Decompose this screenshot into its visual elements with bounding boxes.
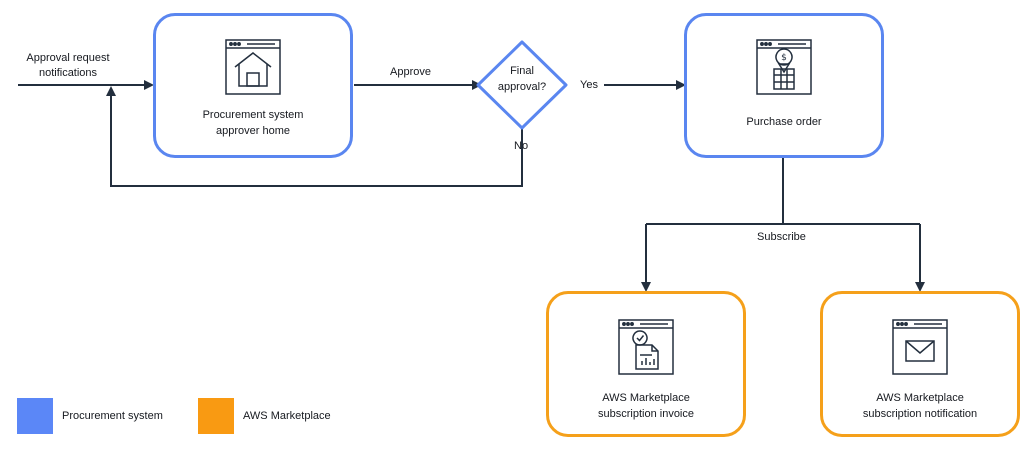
node-purchase-order[interactable]: $ Purchase order (684, 13, 884, 158)
invoice-title: AWS Marketplace subscription invoice (598, 392, 694, 420)
legend-swatch-procurement (17, 398, 53, 434)
legend-label-procurement: Procurement system (62, 410, 163, 422)
subscribe-label: Subscribe (754, 230, 809, 245)
envelope-window-icon (892, 319, 948, 375)
input-label: Approval request notifications (26, 52, 110, 79)
yes-label: Yes (580, 79, 598, 91)
node-subscription-notification[interactable]: AWS Marketplace subscription notificatio… (820, 291, 1020, 437)
purchase-order-title: Purchase order (746, 116, 822, 128)
legend-swatch-marketplace (198, 398, 234, 434)
node-subscription-invoice[interactable]: AWS Marketplace subscription invoice (546, 291, 746, 437)
home-window-icon (225, 39, 281, 95)
approver-home-title: Procurement system approver home (202, 109, 304, 137)
legend-label-marketplace: AWS Marketplace (243, 410, 331, 422)
invoice-window-icon (618, 319, 674, 375)
node-approver-home[interactable]: Procurement system approver home (153, 13, 353, 158)
edge-no-loop (106, 86, 523, 187)
svg-text:$: $ (781, 53, 787, 63)
purchase-order-window-icon: $ (756, 39, 812, 95)
no-label: No (514, 140, 529, 152)
approve-label: Approve (390, 66, 431, 78)
decision-label: Final approval? (497, 65, 547, 93)
notification-title: AWS Marketplace subscription notificatio… (862, 392, 978, 420)
decision-diamond (476, 40, 568, 130)
